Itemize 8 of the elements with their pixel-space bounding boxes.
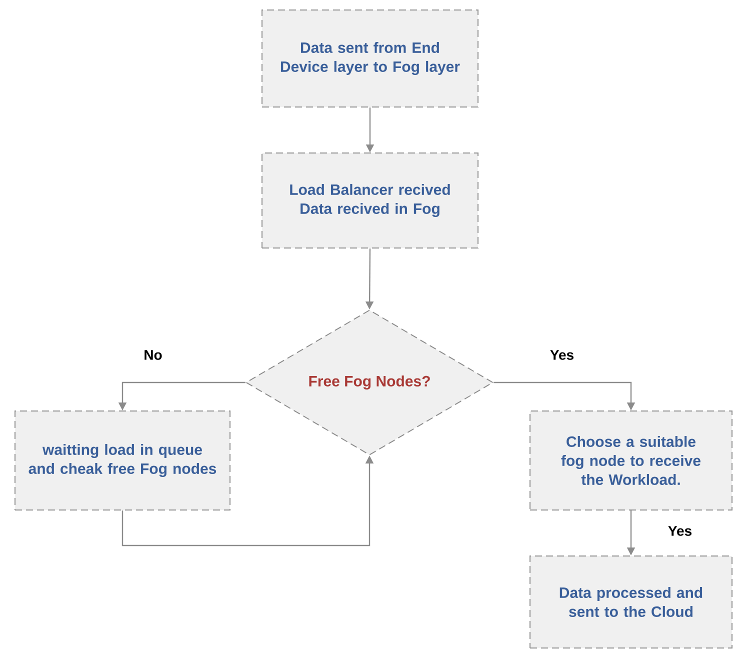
- edge-label: Yes: [548, 349, 576, 361]
- process-box: Data sent from End Device layer to Fog layer: [262, 10, 478, 108]
- process-box: waitting load in queue and cheak free Fog nodes: [14, 410, 230, 510]
- edge-label: Yes: [666, 525, 694, 537]
- process-box: Choose a suitable fog node to receive the Workload.: [530, 410, 732, 510]
- edge-label: No: [142, 349, 164, 361]
- process-box: Data processed and sent to the Cloud: [530, 556, 732, 648]
- process-box: Load Balancer recived Data recived in Fog: [262, 152, 478, 248]
